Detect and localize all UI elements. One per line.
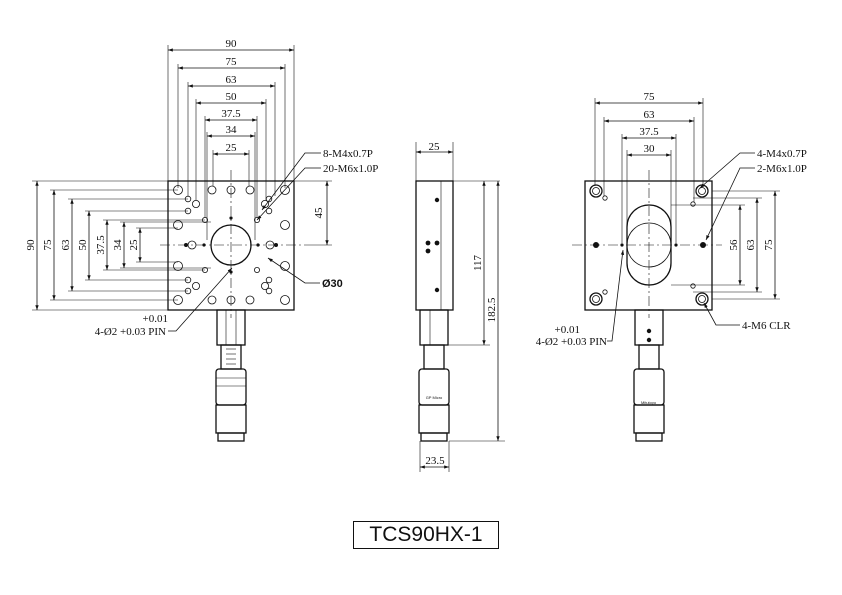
central-bore-hole bbox=[210, 224, 252, 266]
front-dim-v-25: 25 bbox=[128, 239, 140, 251]
front-dim-v-75: 75 bbox=[42, 239, 54, 251]
front-dim-v-50: 50 bbox=[77, 239, 89, 251]
front-dim-h-75: 75 bbox=[226, 56, 238, 68]
side-dim-width-top: 25 bbox=[429, 141, 441, 153]
side-pin-callout: 4-Ø2 +0.03 PIN bbox=[536, 336, 607, 348]
front-dim-v-90: 90 bbox=[25, 239, 37, 251]
callout-8-m4: 8-M4x0.7P bbox=[323, 148, 373, 160]
front-dim-h-25: 25 bbox=[226, 142, 238, 154]
callout-4-m4: 4-M4x0.7P bbox=[757, 148, 807, 160]
side-micrometer-mark: GP Micro bbox=[426, 395, 443, 400]
front-vertical-dimensions bbox=[32, 180, 211, 311]
front-pin-callout: 4-Ø2 +0.03 PIN bbox=[95, 326, 166, 338]
side-body-outline bbox=[415, 180, 454, 311]
part-number-label: TCS90HX-1 bbox=[353, 521, 499, 549]
front-dim-h-37-5: 37.5 bbox=[221, 108, 241, 120]
callout-bore-diameter: Ø30 bbox=[322, 278, 343, 290]
side-view: GP Micro 25 117 182.5 23.5 +0.01 4-Ø2 +0… bbox=[415, 141, 607, 472]
side-dim-width-bottom: 23.5 bbox=[425, 455, 445, 467]
rear-dim-h-30: 30 bbox=[644, 143, 656, 155]
front-dim-h-50: 50 bbox=[226, 91, 238, 103]
front-view: 90 75 63 50 37.5 34 25 bbox=[25, 38, 378, 442]
front-dim-v-63: 63 bbox=[60, 239, 72, 251]
front-dim-h-90: 90 bbox=[226, 38, 238, 50]
side-pin-tolerance: +0.01 bbox=[555, 324, 580, 336]
side-dim-height-182-5: 182.5 bbox=[486, 297, 498, 322]
side-dim-height-117: 117 bbox=[472, 254, 484, 271]
callout-4-m6-clr: 4-M6 CLR bbox=[742, 320, 791, 332]
rear-dim-v-75: 75 bbox=[763, 239, 775, 251]
front-dim-v-37-5: 37.5 bbox=[95, 235, 107, 255]
callout-20-m6: 20-M6x1.0P bbox=[323, 163, 378, 175]
front-pin-tolerance: +0.01 bbox=[143, 313, 168, 325]
rear-micrometer: Mitutoyo bbox=[633, 309, 665, 442]
front-dim-h-34: 34 bbox=[226, 124, 238, 136]
front-dim-v-34: 34 bbox=[112, 239, 124, 251]
callout-2-m6: 2-M6x1.0P bbox=[757, 163, 807, 175]
rear-dim-h-37-5: 37.5 bbox=[639, 126, 659, 138]
rear-dim-v-63: 63 bbox=[745, 239, 757, 251]
front-micrometer bbox=[215, 309, 247, 442]
part-number-text: TCS90HX-1 bbox=[369, 523, 483, 546]
front-dim-offset-45: 45 bbox=[313, 207, 325, 219]
rear-micrometer-mark: Mitutoyo bbox=[641, 400, 657, 405]
rear-dim-h-63: 63 bbox=[644, 109, 656, 121]
rear-dim-v-56: 56 bbox=[728, 239, 740, 251]
rear-dim-h-75: 75 bbox=[644, 91, 656, 103]
rear-view: 75 63 37.5 30 56 63 75 4-M4x0.7P 2-M6x1.… bbox=[572, 91, 807, 442]
front-dim-h-63: 63 bbox=[226, 74, 238, 86]
